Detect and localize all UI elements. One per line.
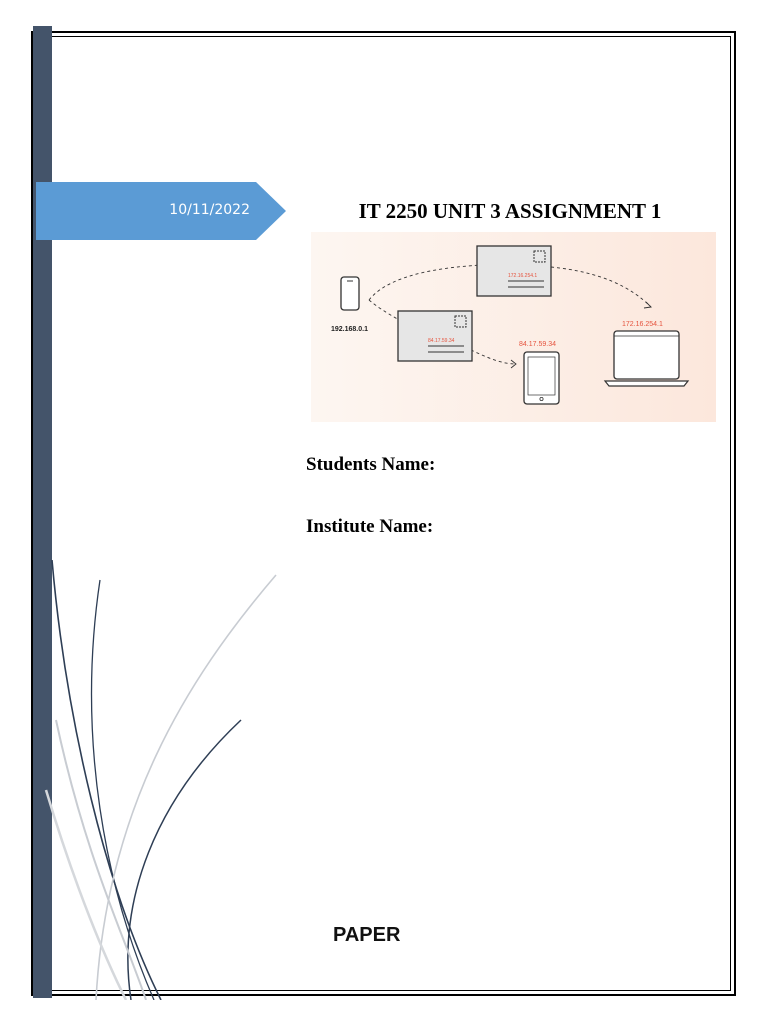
phone-ip-label: 192.168.0.1 <box>331 326 368 333</box>
laptop-ip-label: 172.16.254.1 <box>622 321 663 328</box>
network-illustration: 192.168.0.1 172.16.254.1 84.17.59.34 84.… <box>311 232 716 422</box>
side-bar <box>33 26 52 998</box>
banner-fill <box>36 182 286 240</box>
envelope-bottom-ip: 84.17.59.34 <box>428 338 455 344</box>
phone-icon <box>340 276 360 311</box>
envelope-bottom-icon <box>397 310 473 362</box>
decorative-curves <box>44 560 277 1000</box>
cover-date: 10/11/2022 <box>169 202 250 218</box>
route-arrowhead <box>510 359 517 369</box>
route-arrowhead <box>643 301 652 309</box>
students-name-label: Students Name: <box>306 454 436 475</box>
route-arrowhead-line <box>470 349 517 365</box>
route-line <box>368 264 482 301</box>
laptop-icon <box>603 330 690 387</box>
banner-arrow-shape <box>36 182 286 240</box>
envelope-top-ip: 172.16.254.1 <box>508 273 537 279</box>
document-title: IT 2250 UNIT 3 ASSIGNMENT 1 <box>358 199 662 223</box>
envelope-top-icon <box>476 245 552 297</box>
route-line <box>368 299 400 321</box>
date-banner: 10/11/2022 <box>36 182 286 240</box>
footer-label: PAPER <box>333 924 401 946</box>
institute-name-label: Institute Name: <box>306 516 434 537</box>
tablet-icon <box>523 351 560 405</box>
page-border-outer <box>31 31 736 996</box>
tablet-ip-label: 84.17.59.34 <box>519 341 556 348</box>
